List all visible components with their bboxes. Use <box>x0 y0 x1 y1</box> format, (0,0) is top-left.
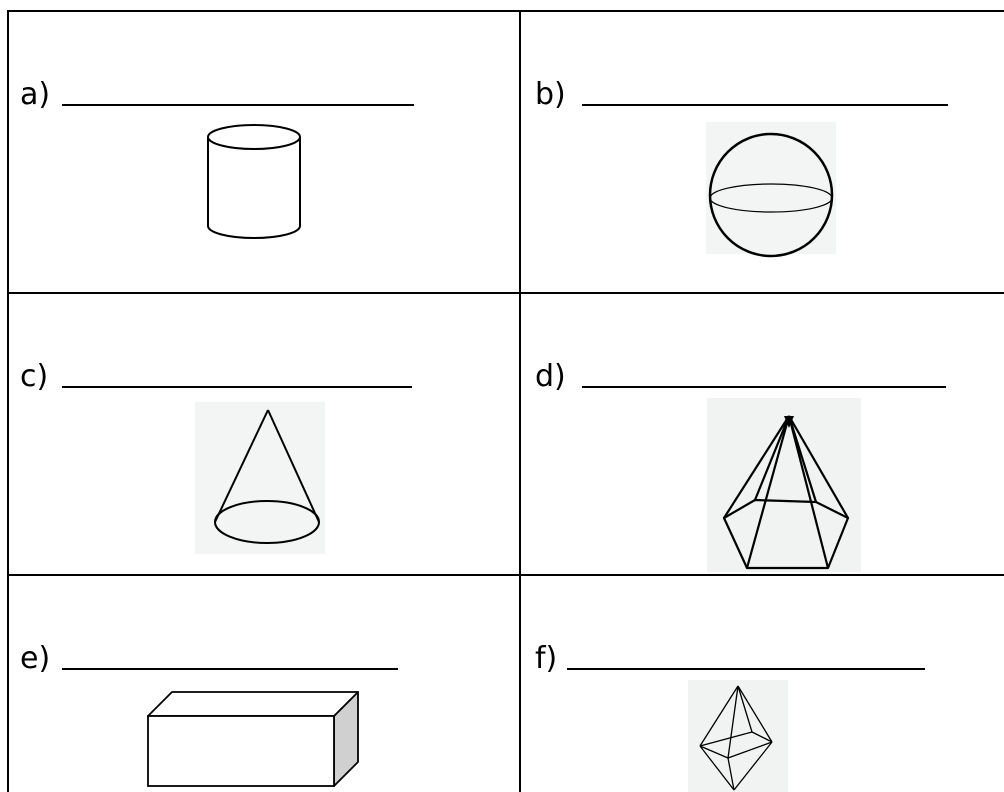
table-border-left <box>7 10 9 792</box>
table-border-top <box>7 10 1004 12</box>
answer-blank-f[interactable] <box>567 668 925 670</box>
answer-blank-d[interactable] <box>582 386 946 388</box>
cone-icon <box>214 409 320 544</box>
cell-label-a: a) <box>20 77 51 112</box>
cell-label-b: b) <box>535 77 566 112</box>
table-divider-row-2 <box>7 574 1004 576</box>
answer-blank-c[interactable] <box>62 386 412 388</box>
cell-label-d: d) <box>535 359 566 394</box>
cell-label-c: c) <box>20 359 49 394</box>
answer-blank-a[interactable] <box>62 104 414 106</box>
pentagonal-pyramid-icon <box>722 415 850 570</box>
rectangular-prism-icon <box>147 691 359 787</box>
answer-blank-e[interactable] <box>62 668 398 670</box>
table-divider-column <box>519 10 521 792</box>
cell-label-e: e) <box>20 641 51 676</box>
sphere-icon <box>708 132 834 258</box>
cell-label-f: f) <box>535 641 558 676</box>
cylinder-icon <box>207 124 301 239</box>
octahedron-icon <box>699 685 773 791</box>
answer-blank-b[interactable] <box>582 104 948 106</box>
table-divider-row-1 <box>7 292 1004 294</box>
